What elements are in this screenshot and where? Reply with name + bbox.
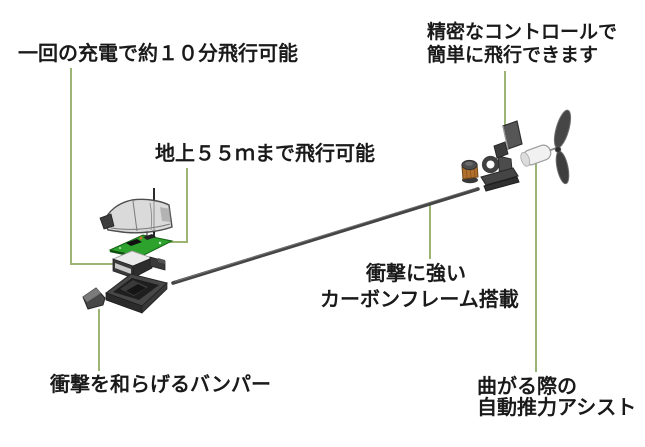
label-altitude: 地上５５ｍまで飛行可能 — [155, 141, 375, 165]
canopy-latch — [99, 213, 115, 230]
propeller-blade-bottom — [555, 150, 570, 185]
label-carbon-frame-line1: 衝撃に強い — [366, 261, 466, 285]
rudder-hinge — [493, 141, 509, 159]
propeller — [553, 109, 572, 185]
label-bumper: 衝撃を和らげるバンパー — [50, 372, 271, 396]
rudder — [493, 120, 523, 159]
leader-flight-time — [70, 68, 123, 265]
motor — [520, 144, 559, 167]
label-flight-time: 一回の充電で約１０分飛行可能 — [18, 41, 298, 65]
chassis — [104, 273, 169, 314]
label-precise-control-line2: 簡単に飛行できます — [427, 44, 599, 66]
label-thrust-assist-line1: 曲がる際の — [477, 374, 577, 398]
bumper — [82, 287, 106, 310]
label-thrust-assist-line2: 自動推力アシスト — [477, 395, 637, 419]
tail-assembly — [461, 109, 572, 192]
propeller-hub — [554, 146, 562, 153]
label-carbon-frame-line2: カーボンフレーム搭載 — [320, 287, 519, 311]
fuselage-assembly — [82, 188, 174, 314]
leader-altitude — [166, 168, 188, 243]
circuit-board — [108, 234, 174, 259]
label-precise-control: 精密なコントロールで 簡単に飛行できます — [427, 21, 617, 67]
battery — [111, 250, 166, 279]
chip — [126, 239, 142, 246]
carbon-rod — [171, 187, 480, 285]
coil-actuator — [461, 159, 479, 184]
chip — [143, 234, 156, 240]
motor-mount — [480, 155, 520, 192]
propeller-blade-top — [553, 109, 572, 149]
canopy — [99, 198, 173, 234]
label-thrust-assist: 曲がる際の 自動推力アシスト — [477, 376, 636, 418]
leader-lines — [70, 68, 537, 372]
label-carbon-frame: 衝撃に強い カーボンフレーム搭載 — [320, 260, 519, 312]
label-precise-control-line1: 精密なコントロールで — [427, 21, 618, 43]
